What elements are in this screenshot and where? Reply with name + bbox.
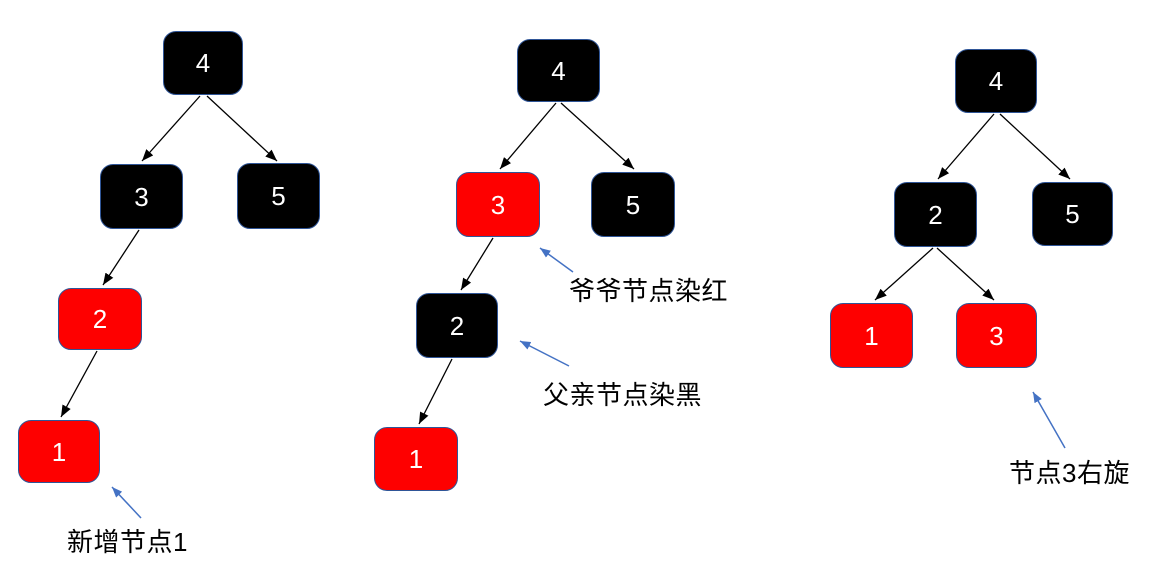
tree3-node-4: 4 [955, 49, 1037, 113]
annotation-arrow-parent-black [519, 340, 570, 367]
tree3-edge-2-3 [936, 247, 995, 301]
tree2-node-1: 1 [374, 427, 458, 491]
tree3-edge-4-5 [999, 113, 1071, 180]
tree2-node-3: 3 [456, 172, 540, 237]
tree3-node-1: 1 [830, 303, 913, 368]
tree3-node-3: 3 [956, 303, 1037, 368]
node-label: 3 [490, 189, 506, 220]
annotation-arrow-grandparent-red [539, 247, 574, 273]
tree1-edge-3-2 [102, 229, 140, 286]
tree1-node-3: 3 [100, 164, 183, 229]
node-label: 4 [551, 55, 566, 86]
tree3-edge-4-2 [937, 113, 995, 180]
node-label: 5 [625, 189, 641, 220]
tree2-node-5: 5 [591, 172, 675, 237]
tree2-edge-3-2 [460, 237, 494, 291]
tree1-edge-4-3 [141, 95, 201, 162]
node-label: 4 [195, 48, 211, 78]
annotation-arrow-rotate-right [1032, 391, 1066, 449]
annotation-new-node-1: 新增节点1 [67, 527, 188, 557]
tree3-edge-2-1 [874, 247, 934, 301]
tree2-node-4: 4 [517, 39, 600, 102]
node-label: 4 [988, 66, 1004, 96]
tree3-node-5: 5 [1032, 182, 1113, 246]
node-label: 1 [864, 320, 879, 351]
tree1-edge-2-1 [60, 350, 98, 418]
node-label: 3 [989, 320, 1004, 351]
tree1-node-2: 2 [58, 288, 142, 350]
tree1-node-5: 5 [237, 163, 320, 229]
annotation-grandparent-red: 爷爷节点染红 [569, 276, 729, 306]
tree3-node-2: 2 [894, 182, 977, 247]
node-label: 2 [92, 304, 108, 334]
tree1-node-4: 4 [163, 31, 243, 95]
node-label: 5 [271, 181, 286, 211]
tree1-node-1: 1 [18, 420, 100, 483]
tree2-edge-4-5 [560, 102, 635, 170]
tree2-edge-4-3 [499, 102, 557, 170]
node-label: 5 [1065, 199, 1080, 229]
tree1-edge-4-5 [206, 95, 278, 162]
node-label: 1 [408, 444, 424, 474]
node-label: 2 [928, 199, 943, 230]
annotation-parent-black: 父亲节点染黑 [543, 380, 703, 410]
tree2-edge-2-1 [418, 358, 453, 425]
annotation-rotate-right: 节点3右旋 [1009, 458, 1130, 488]
node-label: 2 [449, 310, 465, 341]
node-label: 3 [134, 181, 149, 212]
annotation-arrow-new-node-1 [111, 486, 142, 519]
tree2-node-2: 2 [416, 293, 498, 358]
node-label: 1 [51, 436, 67, 467]
